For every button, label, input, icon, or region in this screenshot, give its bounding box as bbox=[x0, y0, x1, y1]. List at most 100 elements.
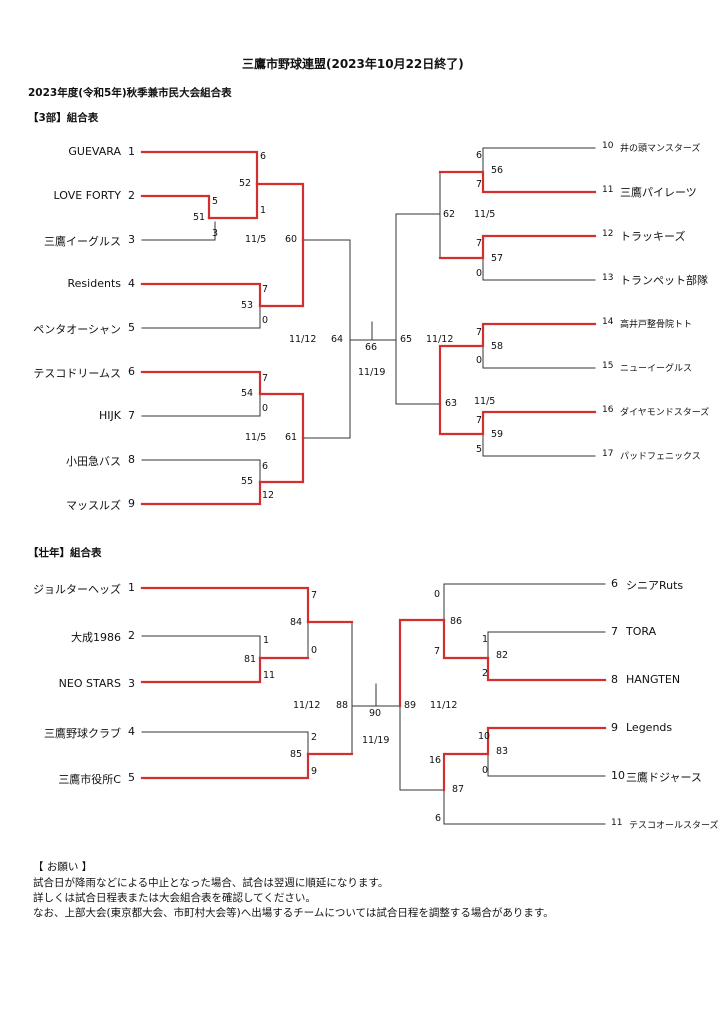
team-name: トラッキーズ bbox=[620, 230, 686, 243]
match-date: 11/19 bbox=[358, 367, 386, 378]
team-name: 三鷹イーグルス bbox=[44, 235, 121, 248]
match-number: 55 bbox=[241, 476, 254, 487]
match-number: 88 bbox=[336, 700, 349, 711]
score: 0 bbox=[476, 268, 483, 279]
team-name: Residents bbox=[67, 277, 121, 290]
team-name: マッスルズ bbox=[66, 499, 121, 512]
score: 3 bbox=[212, 228, 219, 239]
senior-heading: 【壮年】組合表 bbox=[28, 547, 102, 559]
team-seed: 3 bbox=[128, 677, 135, 690]
match-number: 64 bbox=[331, 334, 344, 345]
team-seed: 15 bbox=[602, 361, 614, 371]
score: 1 bbox=[482, 634, 489, 645]
team-name: 高井戸整骨院トト bbox=[620, 320, 693, 330]
score: 7 bbox=[476, 238, 483, 249]
score: 11 bbox=[263, 670, 276, 681]
match-number: 90 bbox=[369, 708, 382, 719]
team-name: 小田急バス bbox=[66, 455, 121, 468]
team-seed: 1 bbox=[128, 581, 135, 594]
notes-heading: 【 お願い 】 bbox=[33, 861, 93, 873]
match-number: 54 bbox=[241, 388, 254, 399]
match-number: 61 bbox=[285, 432, 298, 443]
page-title: 三鷹市野球連盟(2023年10月22日終了) bbox=[242, 57, 464, 71]
team-seed: 17 bbox=[602, 449, 614, 459]
score: 16 bbox=[429, 755, 442, 766]
score: 7 bbox=[476, 415, 483, 426]
score: 10 bbox=[478, 731, 491, 742]
score: 7 bbox=[434, 646, 441, 657]
team-name: HANGTEN bbox=[626, 673, 681, 686]
team-name: Legends bbox=[626, 721, 673, 734]
match-number: 87 bbox=[452, 784, 465, 795]
team-seed: 2 bbox=[128, 189, 135, 202]
score: 1 bbox=[260, 205, 267, 216]
score: 6 bbox=[262, 461, 269, 472]
team-seed: 14 bbox=[602, 317, 614, 327]
score: 7 bbox=[262, 373, 269, 384]
score: 2 bbox=[311, 732, 318, 743]
division3-heading: 【3部】組合表 bbox=[28, 112, 99, 124]
team-seed: 8 bbox=[611, 673, 618, 686]
match-number: 53 bbox=[241, 300, 254, 311]
team-name: ダイヤモンドスターズ bbox=[620, 408, 710, 418]
team-seed: 4 bbox=[128, 277, 135, 290]
team-name: ペンタオーシャン bbox=[33, 323, 121, 336]
match-number: 62 bbox=[443, 209, 456, 220]
match-number: 82 bbox=[496, 650, 509, 661]
team-seed: 10 bbox=[611, 769, 625, 782]
team-seed: 1 bbox=[128, 145, 135, 158]
team-seed: 11 bbox=[602, 185, 614, 195]
team-name: NEO STARS bbox=[58, 677, 121, 690]
score: 5 bbox=[476, 444, 483, 455]
match-number: 52 bbox=[239, 178, 252, 189]
score: 6 bbox=[435, 813, 442, 824]
match-date: 11/12 bbox=[430, 700, 458, 711]
match-number: 60 bbox=[285, 234, 298, 245]
match-number: 59 bbox=[491, 429, 504, 440]
match-number: 51 bbox=[193, 212, 206, 223]
score: 0 bbox=[482, 765, 489, 776]
score: 2 bbox=[482, 668, 489, 679]
team-name: GUEVARA bbox=[68, 145, 121, 158]
team-seed: 8 bbox=[128, 453, 135, 466]
team-seed: 3 bbox=[128, 233, 135, 246]
match-number: 58 bbox=[491, 341, 504, 352]
match-number: 65 bbox=[400, 334, 413, 345]
team-name: 三鷹市役所C bbox=[58, 773, 121, 786]
team-name: ニューイーグルス bbox=[620, 364, 693, 374]
score: 0 bbox=[476, 355, 483, 366]
team-seed: 5 bbox=[128, 321, 135, 334]
team-seed: 7 bbox=[128, 409, 135, 422]
match-number: 89 bbox=[404, 700, 417, 711]
team-seed: 9 bbox=[128, 497, 135, 510]
team-name: TORA bbox=[626, 625, 657, 638]
team-seed: 11 bbox=[611, 818, 623, 828]
score: 0 bbox=[311, 645, 318, 656]
team-seed: 13 bbox=[602, 273, 614, 283]
team-name: トランペット部隊 bbox=[620, 274, 708, 287]
match-number: 85 bbox=[290, 749, 303, 760]
team-seed: 12 bbox=[602, 229, 614, 239]
score: 7 bbox=[262, 284, 269, 295]
team-seed: 5 bbox=[128, 771, 135, 784]
match-date: 11/12 bbox=[293, 700, 321, 711]
team-seed: 7 bbox=[611, 625, 618, 638]
match-date: 11/5 bbox=[245, 234, 267, 245]
score: 0 bbox=[262, 315, 269, 326]
match-number: 57 bbox=[491, 253, 504, 264]
score: 7 bbox=[311, 590, 318, 601]
score: 0 bbox=[434, 589, 441, 600]
team-seed: 4 bbox=[128, 725, 135, 738]
match-date: 11/12 bbox=[426, 334, 454, 345]
team-seed: 2 bbox=[128, 629, 135, 642]
team-name: パッドフェニックス bbox=[620, 452, 701, 462]
team-name: 井の頭マンスターズ bbox=[620, 144, 701, 154]
team-name: HIJK bbox=[99, 409, 121, 422]
match-number: 66 bbox=[365, 342, 378, 353]
match-number: 86 bbox=[450, 616, 463, 627]
notes-line: なお、上部大会(東京都大会、市町村大会等)へ出場するチームについては試合日程を調… bbox=[33, 907, 554, 919]
match-number: 84 bbox=[290, 617, 303, 628]
team-seed: 6 bbox=[611, 577, 618, 590]
team-name: テスコオールスターズ bbox=[629, 821, 719, 831]
